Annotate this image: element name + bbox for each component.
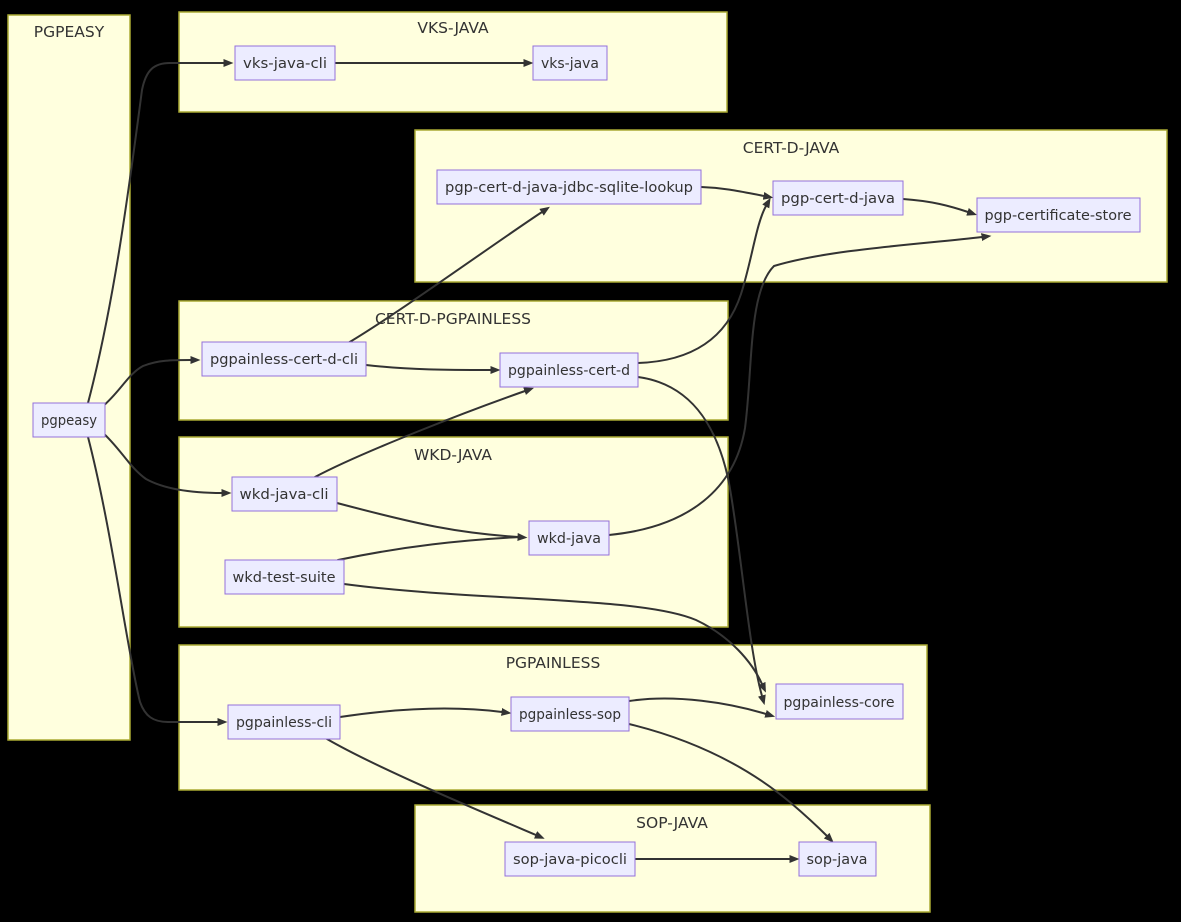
edge-wkd-java-to-pgp-certificate-store (608, 233, 992, 536)
edge-wkd-test-suite-to-pgpainless-core (343, 583, 766, 693)
edge-pgpainless-cli-to-pgpainless-sop (339, 707, 512, 718)
node-wkd-test-suite: wkd-test-suite (224, 559, 345, 595)
node-vks-java-cli: vks-java-cli (234, 45, 336, 81)
edge-wkd-test-suite-to-wkd-java (337, 536, 521, 561)
edge-pgpainless-cli-to-sop-java-picocli (326, 738, 545, 839)
node-vks-java-cli-label: vks-java-cli (243, 56, 327, 72)
node-pgp-certificate-store-label: pgp-certificate-store (985, 208, 1132, 224)
node-sop-java-picocli: sop-java-picocli (504, 841, 636, 877)
node-pgp-cert-d-java-jdbc-sqlite-lookup-label: pgp-cert-d-java-jdbc-sqlite-lookup (445, 180, 693, 196)
node-pgp-certificate-store: pgp-certificate-store (976, 197, 1141, 233)
node-vks-java: vks-java (532, 45, 608, 81)
node-pgpainless-sop-label: pgpainless-sop (519, 707, 621, 723)
node-pgp-cert-d-java-jdbc-sqlite-lookup: pgp-cert-d-java-jdbc-sqlite-lookup (436, 169, 702, 205)
node-sop-java-label: sop-java (807, 852, 868, 868)
edge-wkd-java-cli-to-pgpainless-cert-d (314, 387, 534, 478)
node-pgpainless-cli-label: pgpainless-cli (236, 715, 332, 731)
node-wkd-java: wkd-java (528, 520, 610, 556)
node-wkd-test-suite-label: wkd-test-suite (233, 570, 336, 586)
edge-pgpainless-cert-d-cli-to-pgp-cert-d-java-jdbc-sqlite-lookup (347, 206, 550, 344)
node-pgpainless-core: pgpainless-core (775, 683, 904, 720)
node-wkd-java-label: wkd-java (537, 531, 601, 547)
node-pgpainless-cert-d-cli: pgpainless-cert-d-cli (201, 341, 367, 377)
edge-pgpeasy-to-pgpainless-cli (87, 436, 228, 726)
cluster-pgpainless-title: PGPAINLESS (506, 654, 601, 672)
cluster-cert-d-pgpainless-title: CERT-D-PGPAINLESS (375, 310, 531, 328)
node-pgpainless-cert-d-cli-label: pgpainless-cert-d-cli (210, 352, 358, 368)
node-wkd-java-cli: wkd-java-cli (231, 476, 338, 512)
node-pgp-cert-d-java-label: pgp-cert-d-java (781, 191, 895, 207)
cluster-vks-java-title: VKS-JAVA (417, 19, 489, 37)
edge-pgp-cert-d-java-jdbc-sqlite-lookup-to-pgp-cert-d-java (700, 186, 774, 200)
edge-pgpainless-cert-d-to-pgpainless-core (637, 376, 766, 706)
node-pgp-cert-d-java: pgp-cert-d-java (772, 180, 904, 216)
node-vks-java-label: vks-java (541, 56, 599, 72)
edge-pgpainless-sop-to-pgpainless-core (628, 697, 776, 718)
node-sop-java: sop-java (798, 841, 877, 877)
node-pgpainless-sop: pgpainless-sop (510, 696, 630, 732)
edge-pgp-cert-d-java-to-pgp-certificate-store (902, 198, 978, 216)
cluster-wkd-java: WKD-JAVA (178, 436, 729, 628)
edge-pgpeasy-to-wkd-java-cli (101, 431, 232, 497)
edge-pgpainless-cert-d-cli-to-pgpainless-cert-d (365, 364, 501, 374)
node-wkd-java-cli-label: wkd-java-cli (240, 487, 329, 503)
node-pgpeasy: pgpeasy (32, 402, 106, 438)
edge-wkd-java-cli-to-wkd-java (336, 502, 528, 541)
cluster-wkd-java-title: WKD-JAVA (414, 446, 492, 464)
edge-pgpeasy-to-pgpainless-cert-d-cli (101, 356, 201, 408)
node-pgpainless-core-label: pgpainless-core (784, 695, 895, 711)
edge-pgpainless-sop-to-sop-java (628, 723, 834, 843)
edge-pgpeasy-to-vks-java-cli (87, 59, 234, 404)
node-pgpainless-cert-d: pgpainless-cert-d (499, 352, 639, 388)
edge-pgpainless-cert-d-to-pgp-cert-d-java (637, 197, 771, 364)
node-pgpainless-cli: pgpainless-cli (227, 704, 341, 740)
cluster-pgpeasy-title: PGPEASY (34, 23, 105, 41)
cluster-cert-d-java-title: CERT-D-JAVA (743, 139, 840, 157)
cluster-pgpeasy: PGPEASY (7, 14, 131, 741)
node-pgpeasy-label: pgpeasy (41, 413, 97, 429)
node-pgpainless-cert-d-label: pgpainless-cert-d (508, 363, 630, 379)
cluster-sop-java-title: SOP-JAVA (636, 814, 708, 832)
node-sop-java-picocli-label: sop-java-picocli (513, 852, 627, 868)
